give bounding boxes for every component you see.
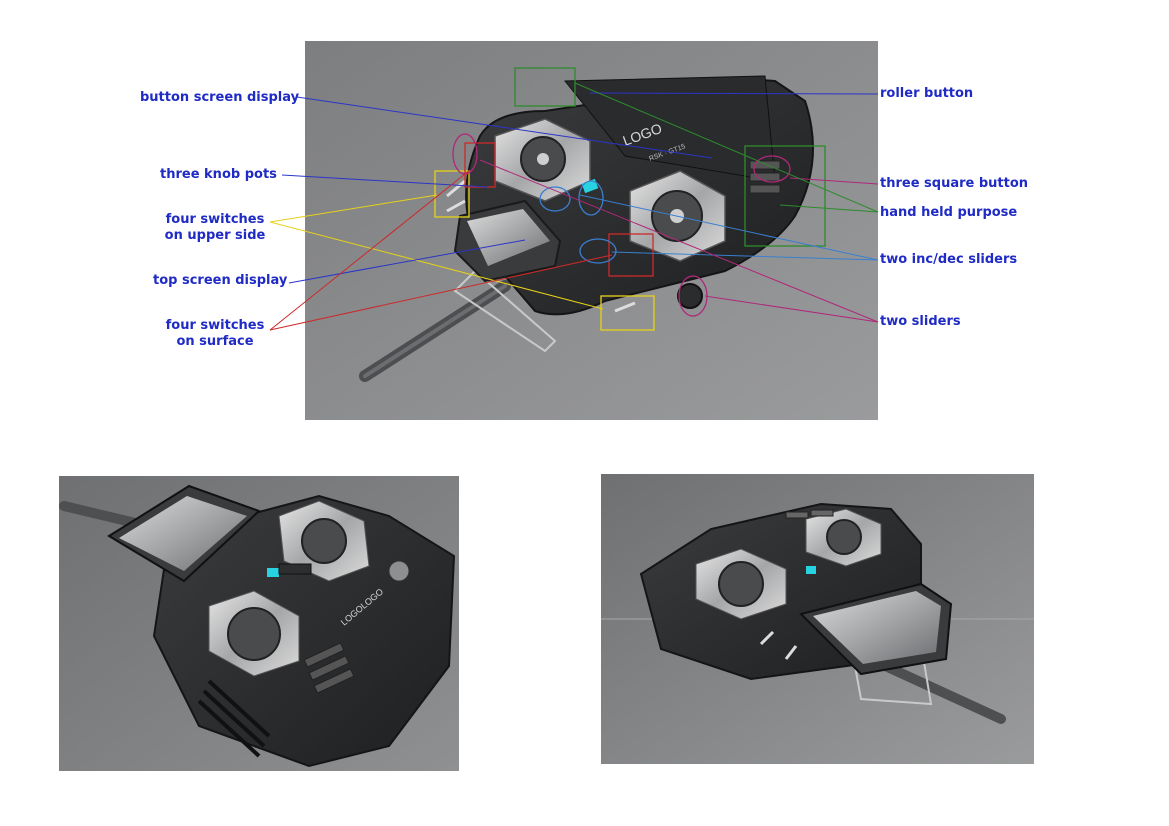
bottom-right-controller-render <box>601 474 1034 764</box>
label-three-square-button: three square button <box>880 176 1029 191</box>
label-four-switches-upper: four switches on upper side <box>160 212 270 244</box>
label-hand-held-purpose: hand held purpose <box>880 205 1018 220</box>
label-two-inc-dec-sliders: two inc/dec sliders <box>880 252 1018 267</box>
label-three-knob-pots: three knob pots <box>160 167 277 182</box>
label-four-switches-surface-line2: on surface <box>176 334 254 349</box>
bottom-left-render-panel: LOGOLOGO <box>59 476 459 771</box>
label-button-screen-display: button screen display <box>140 90 300 105</box>
label-two-sliders: two sliders <box>880 314 961 329</box>
label-four-switches-surface: four switches on surface <box>160 318 270 350</box>
top-render-panel: LOGO RSK · GT15 <box>305 41 878 420</box>
bottom-right-render-panel <box>601 474 1034 764</box>
label-four-switches-upper-line2: on upper side <box>164 228 266 243</box>
bottom-left-controller-render: LOGOLOGO <box>59 476 459 771</box>
top-controller-render: LOGO RSK · GT15 <box>305 41 878 420</box>
label-four-switches-surface-line1: four switches <box>165 318 265 333</box>
label-top-screen-display: top screen display <box>153 273 288 288</box>
label-four-switches-upper-line1: four switches <box>165 212 265 227</box>
label-roller-button: roller button <box>880 86 974 101</box>
